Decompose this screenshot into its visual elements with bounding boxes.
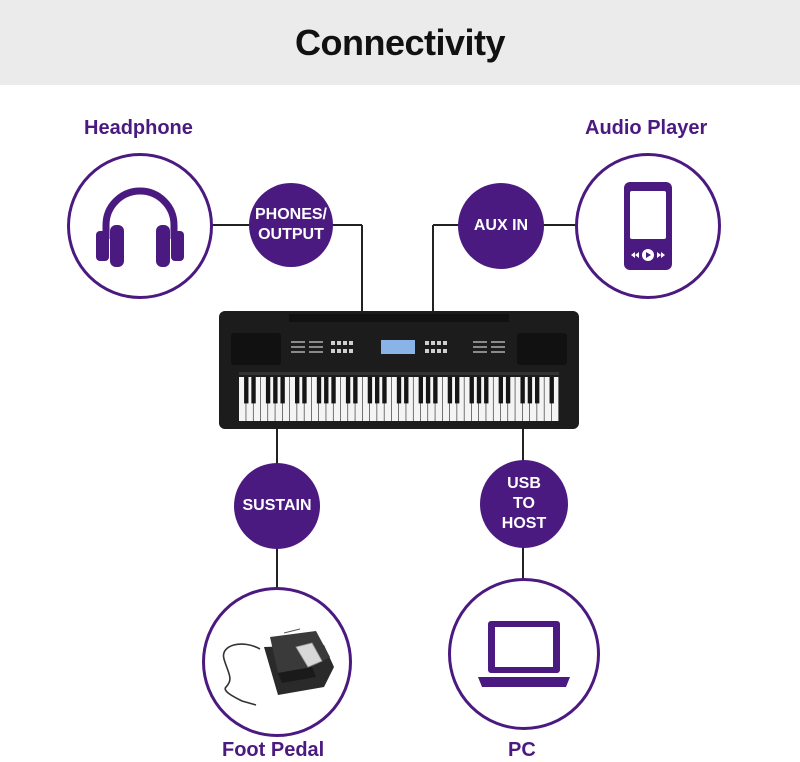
pc-label: PC xyxy=(508,739,536,761)
usb-to-host-line-2: TO xyxy=(513,495,535,512)
pc-device xyxy=(448,578,600,730)
foot-pedal-icon xyxy=(222,628,334,706)
phones-output-line-2: OUTPUT xyxy=(258,226,324,243)
usb-to-host-line-1: USB xyxy=(507,475,541,492)
headphone-icon xyxy=(96,187,184,267)
headphone-device xyxy=(67,153,213,299)
usb-to-host-badge: USB TO HOST xyxy=(480,460,568,548)
foot-pedal-label: Foot Pedal xyxy=(222,739,325,761)
audio-player-device xyxy=(575,153,721,299)
headphone-label: Headphone xyxy=(84,117,193,139)
phones-output-badge: PHONES/ OUTPUT xyxy=(249,183,333,267)
keyboard-illustration xyxy=(219,311,579,429)
sustain-badge: SUSTAIN xyxy=(234,463,320,549)
laptop-icon xyxy=(478,621,570,687)
audio-player-label: Audio Player xyxy=(585,117,708,139)
usb-to-host-line-3: HOST xyxy=(501,515,547,532)
phones-output-line-1: PHONES/ xyxy=(254,206,327,223)
foot-pedal-device xyxy=(202,587,352,737)
header-bar: Connectivity xyxy=(0,0,800,85)
aux-in-label: AUX IN xyxy=(473,217,529,234)
aux-in-badge: AUX IN xyxy=(458,183,544,269)
audio-player-icon xyxy=(624,182,672,270)
page-title: Connectivity xyxy=(294,21,506,63)
sustain-label: SUSTAIN xyxy=(242,497,312,514)
